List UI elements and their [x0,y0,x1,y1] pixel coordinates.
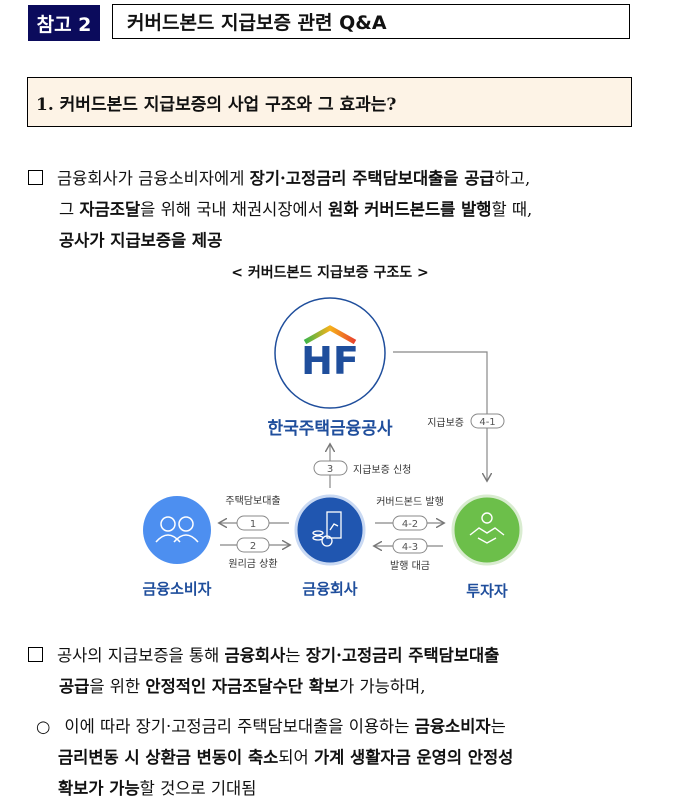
reference-tag: 참고 2 [28,5,100,41]
text: 는 [490,717,506,736]
text: 가 가능하며, [339,677,426,696]
text: 을 위한 [89,677,146,696]
step-3-number: 3 [327,464,333,475]
step-1-number: 1 [250,519,256,530]
consumer-circle [143,496,211,564]
bold-text: 금리변동 시 상환금 변동이 축소 [58,748,279,767]
text-line: 이에 따라 장기·고정금리 주택담보대출을 이용하는 금융소비자는 [64,717,505,736]
bold-text: 장기·고정금리 주택담보대출 [305,646,500,665]
bold-text: 확보가 가능 [58,779,140,798]
hf-name-label: 한국주택금융공사 [267,419,392,439]
text: 할 때, [491,200,533,219]
figure-caption: < 커버드본드 지급보증 구조도 > [231,265,429,281]
text-line: 확보가 가능할 것으로 기대됨 [36,773,646,803]
bold-text: 금융회사 [224,646,286,665]
bold-text: 장기·고정금리 주택담보대출을 공급 [249,169,495,188]
investor-circle [451,494,523,566]
circle-bullet-icon: ○ [36,717,51,736]
people-icon [155,516,199,543]
checkbox-bullet-icon [28,647,43,662]
bold-text: 공사가 지급보증을 제공 [59,231,223,250]
finance-label: 금융회사 [302,580,357,598]
text: 금융회사가 금융소비자에게 [57,169,250,188]
paragraph-1: 금융회사가 금융소비자에게 장기·고정금리 주택담보대출을 공급하고, 그 자금… [28,163,638,256]
text-line: 공사의 지급보증을 통해 금융회사는 장기·고정금리 주택담보대출 [57,646,499,665]
step-4-3-label: 발행 대금 [390,560,430,572]
structure-diagram: HF 한국주택금융공사 4-1 지급보증 3 지급보증 신청 1 주택담보대출 … [142,297,523,600]
paragraph-2: 공사의 지급보증을 통해 금융회사는 장기·고정금리 주택담보대출 공급을 위한… [28,640,638,702]
roof-icon [303,325,357,345]
text: 을 위해 국내 채권시장에서 [140,200,329,219]
bold-text: 가계 생활자금 운영의 안정성 [313,748,514,767]
bold-text: 자금조달 [79,200,141,219]
text: 는 [285,646,306,665]
bold-text: 금융소비자 [414,717,491,736]
bold-text: 원화 커버드본드를 발행 [328,200,492,219]
checkbox-bullet-icon [28,170,43,185]
text-line: 그 자금조달을 위해 국내 채권시장에서 원화 커버드본드를 발행할 때, [28,194,638,225]
page-title: 커버드본드 지급보증 관련 Q&A [112,4,630,39]
investor-label: 투자자 [466,582,508,600]
bold-text: 공급 [59,677,90,696]
text: 이에 따라 장기·고정금리 주택담보대출을 이용하는 [64,717,415,736]
step-4-3-number: 4-3 [402,542,418,553]
handshake-icon [469,512,505,544]
step-4-2-label: 커버드본드 발행 [376,496,444,508]
step-3-label: 지급보증 신청 [353,464,411,476]
text-line: 금리변동 시 상환금 변동이 축소되어 가계 생활자금 운영의 안정성 [36,742,646,773]
step-4-1-number: 4-1 [479,417,495,428]
step-2-label: 원리금 상환 [228,558,277,570]
hf-logo-circle [274,297,386,409]
paragraph-3: ○ 이에 따라 장기·고정금리 주택담보대출을 이용하는 금융소비자는 금리변동 … [36,711,646,803]
step-2-number: 2 [250,541,256,552]
text-line: 공급을 위한 안정적인 자금조달수단 확보가 가능하며, [28,671,638,702]
consumer-label: 금융소비자 [142,580,211,598]
bold-text: 안정적인 자금조달수단 확보 [145,677,340,696]
text: 되어 [278,748,314,767]
text-line: 금융회사가 금융소비자에게 장기·고정금리 주택담보대출을 공급하고, [57,169,530,188]
question-box: 1. 커버드본드 지급보증의 사업 구조와 그 효과는? [27,77,632,127]
step-4-2-number: 4-2 [402,519,418,530]
text: 할 것으로 기대됨 [139,779,257,798]
text-line: 공사가 지급보증을 제공 [28,225,638,256]
step-1-label: 주택담보대출 [225,495,280,507]
document-coins-icon [312,511,342,547]
step-4-1-label: 지급보증 [427,417,464,429]
text: 공사의 지급보증을 통해 [57,646,225,665]
hf-logo-text: HF [301,339,359,383]
text: 하고, [494,169,531,188]
text: 그 [59,200,80,219]
